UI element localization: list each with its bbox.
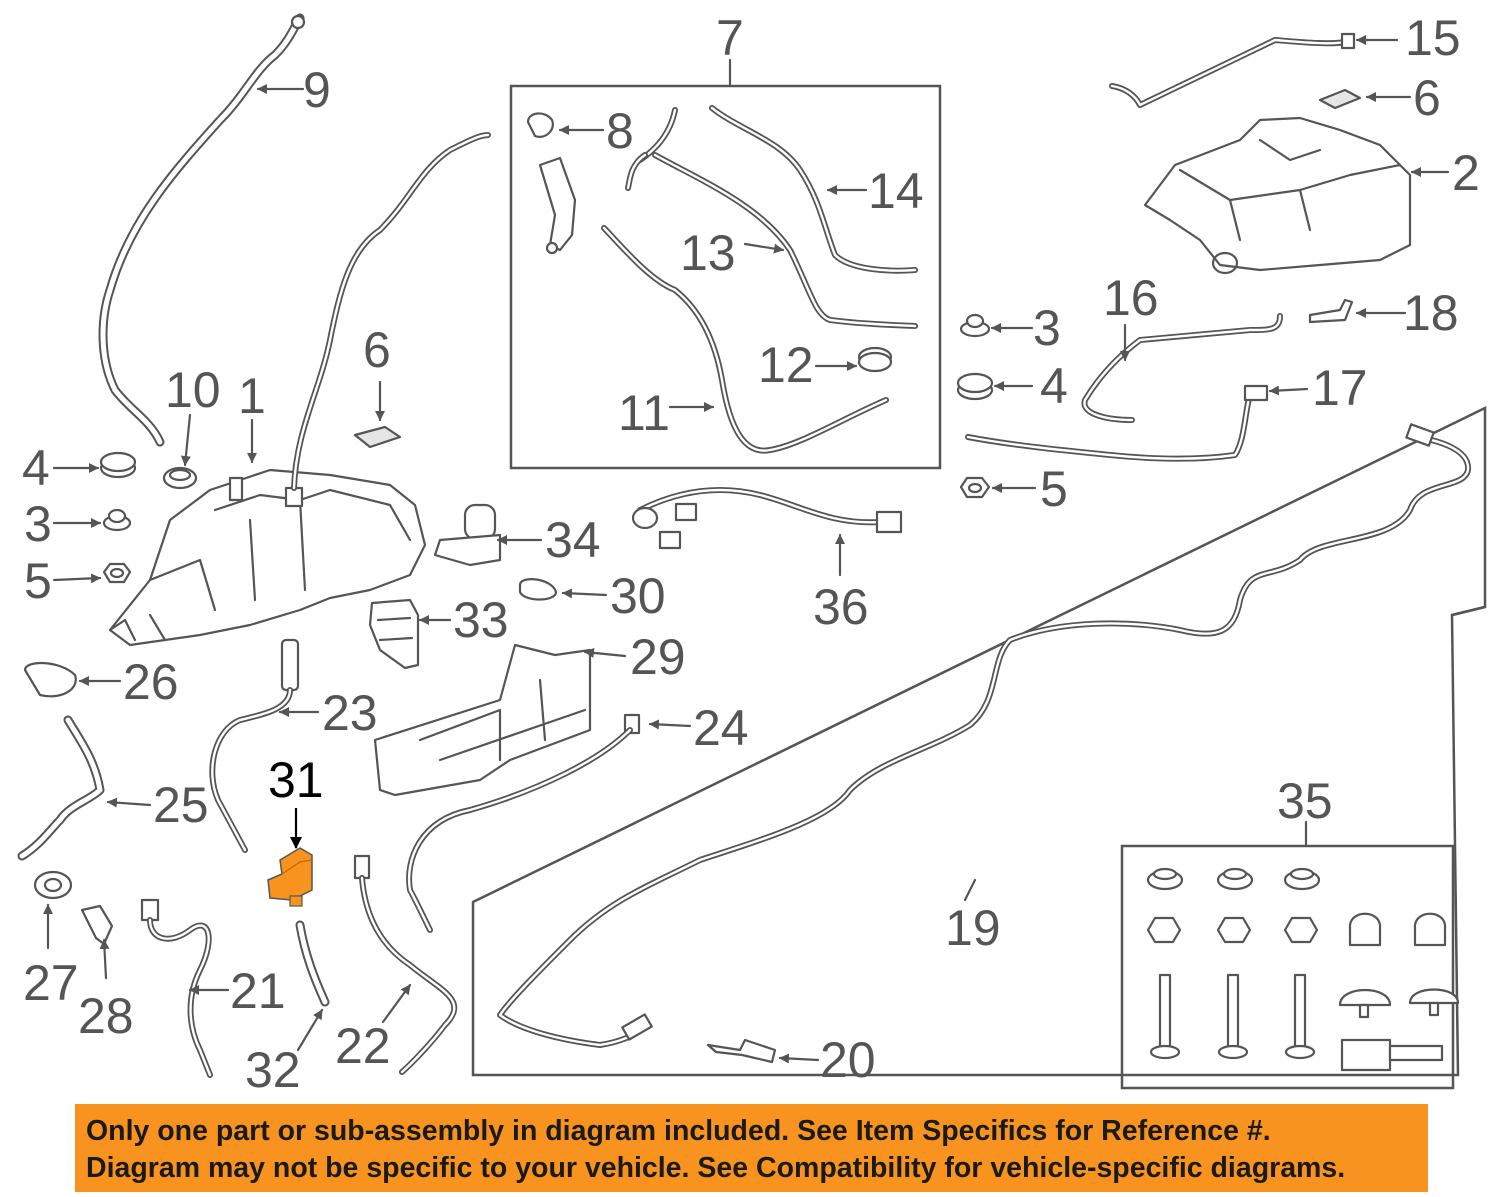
callout-34: 34 bbox=[545, 512, 601, 568]
part-2-reservoir bbox=[1143, 116, 1412, 275]
callout-15: 15 bbox=[1405, 10, 1461, 66]
inset-box-35 bbox=[1120, 844, 1455, 1090]
callout-20: 20 bbox=[820, 1032, 876, 1088]
callout-23: 23 bbox=[322, 685, 378, 741]
callout-10: 10 bbox=[165, 362, 221, 418]
inset-box-19-inner bbox=[1451, 605, 1486, 617]
part-12-clamp bbox=[857, 346, 893, 373]
callout-5-right: 5 bbox=[1040, 461, 1068, 517]
part-18-bracket bbox=[1308, 298, 1354, 324]
callout-numbers: 9 7 15 6 8 2 14 13 16 18 3 6 12 4 17 10 … bbox=[22, 10, 1480, 1098]
part-8-clamp bbox=[526, 112, 577, 255]
callout-7: 7 bbox=[716, 10, 744, 66]
callout-2: 2 bbox=[1452, 145, 1480, 201]
part-1-reservoir bbox=[108, 132, 491, 647]
callout-36: 36 bbox=[813, 579, 869, 635]
part-21-sensor bbox=[140, 898, 213, 1078]
inset-box-7 bbox=[509, 84, 942, 470]
part-35-hardware-kit bbox=[1146, 867, 1460, 1072]
bolt-set bbox=[1149, 973, 1316, 1060]
callout-30: 30 bbox=[610, 568, 666, 624]
callout-5-left: 5 bbox=[24, 553, 52, 609]
inset-box-19 bbox=[471, 405, 1487, 1077]
part-15-pipe bbox=[1109, 32, 1356, 108]
callout-4-left: 4 bbox=[22, 440, 50, 496]
grommet-set bbox=[1146, 867, 1321, 891]
part-9-hose bbox=[98, 13, 306, 447]
disclaimer-banner: Only one part or sub-assembly in diagram… bbox=[75, 1104, 1428, 1192]
callout-6-right: 6 bbox=[1413, 70, 1441, 126]
nut-set bbox=[1146, 912, 1447, 947]
callout-25: 25 bbox=[153, 777, 209, 833]
clip-set bbox=[1338, 988, 1460, 1072]
part-14-tube bbox=[709, 105, 918, 274]
callout-26: 26 bbox=[123, 654, 179, 710]
part-23-sensor bbox=[209, 638, 300, 853]
part-5-nut-right bbox=[959, 476, 991, 499]
part-6-pad-right bbox=[1318, 88, 1362, 110]
callout-12: 12 bbox=[758, 337, 814, 393]
part-17-pipe bbox=[965, 384, 1269, 462]
callout-27: 27 bbox=[23, 955, 79, 1011]
callout-31: 31 bbox=[268, 752, 324, 808]
part-3-grommet-left bbox=[102, 508, 132, 532]
disclaimer-line-2: Diagram may not be specific to your vehi… bbox=[86, 1152, 1346, 1184]
callout-19: 19 bbox=[945, 900, 1001, 956]
part-34-valve bbox=[433, 503, 502, 567]
callout-17: 17 bbox=[1312, 360, 1368, 416]
callout-6-left: 6 bbox=[363, 322, 391, 378]
part-3-grommet-right bbox=[959, 313, 991, 338]
disclaimer-line-1: Only one part or sub-assembly in diagram… bbox=[86, 1115, 1271, 1147]
part-20-bracket bbox=[706, 1038, 777, 1064]
callout-3-right: 3 bbox=[1033, 300, 1061, 356]
part-4-grommet-left bbox=[99, 451, 137, 479]
part-29-bracket bbox=[373, 643, 592, 797]
callout-4-right: 4 bbox=[1040, 358, 1068, 414]
callout-33: 33 bbox=[453, 592, 509, 648]
part-26-clamp bbox=[23, 661, 77, 698]
callout-14: 14 bbox=[868, 163, 924, 219]
callout-28: 28 bbox=[78, 988, 134, 1044]
part-31-highlighted-part bbox=[267, 847, 313, 907]
part-11-tube bbox=[601, 225, 889, 454]
callout-18: 18 bbox=[1403, 285, 1459, 341]
callout-35: 35 bbox=[1277, 773, 1333, 829]
callout-22: 22 bbox=[335, 1018, 391, 1074]
part-4-grommet-right bbox=[956, 372, 994, 401]
callout-leaders bbox=[43, 35, 1450, 1064]
callout-3-left: 3 bbox=[24, 496, 52, 552]
part-28-bolt bbox=[80, 904, 114, 946]
callout-13: 13 bbox=[680, 225, 736, 281]
part-19-pipe bbox=[497, 423, 1472, 1048]
callout-9: 9 bbox=[303, 62, 331, 118]
callout-24: 24 bbox=[693, 700, 749, 756]
part-30-grommet bbox=[518, 578, 558, 601]
callout-21: 21 bbox=[230, 963, 286, 1019]
part-6-pad-left bbox=[353, 425, 402, 449]
callout-16: 16 bbox=[1103, 270, 1159, 326]
part-33-module bbox=[368, 598, 420, 670]
callout-29: 29 bbox=[630, 629, 686, 685]
callout-1: 1 bbox=[238, 368, 266, 424]
callout-32: 32 bbox=[245, 1042, 301, 1098]
part-5-nut-left bbox=[102, 562, 132, 584]
part-13-tube bbox=[625, 107, 918, 329]
part-16-pipe bbox=[1081, 313, 1283, 423]
callout-8: 8 bbox=[606, 103, 634, 159]
part-25-pipe bbox=[17, 715, 105, 861]
part-36-harness bbox=[631, 487, 903, 550]
part-22-sensor bbox=[353, 854, 458, 1075]
part-27-seal bbox=[33, 870, 73, 900]
part-32-hose bbox=[295, 920, 330, 1007]
part-10-clamp bbox=[162, 466, 198, 490]
part-24-sensor bbox=[406, 713, 641, 933]
callout-11: 11 bbox=[618, 385, 670, 441]
